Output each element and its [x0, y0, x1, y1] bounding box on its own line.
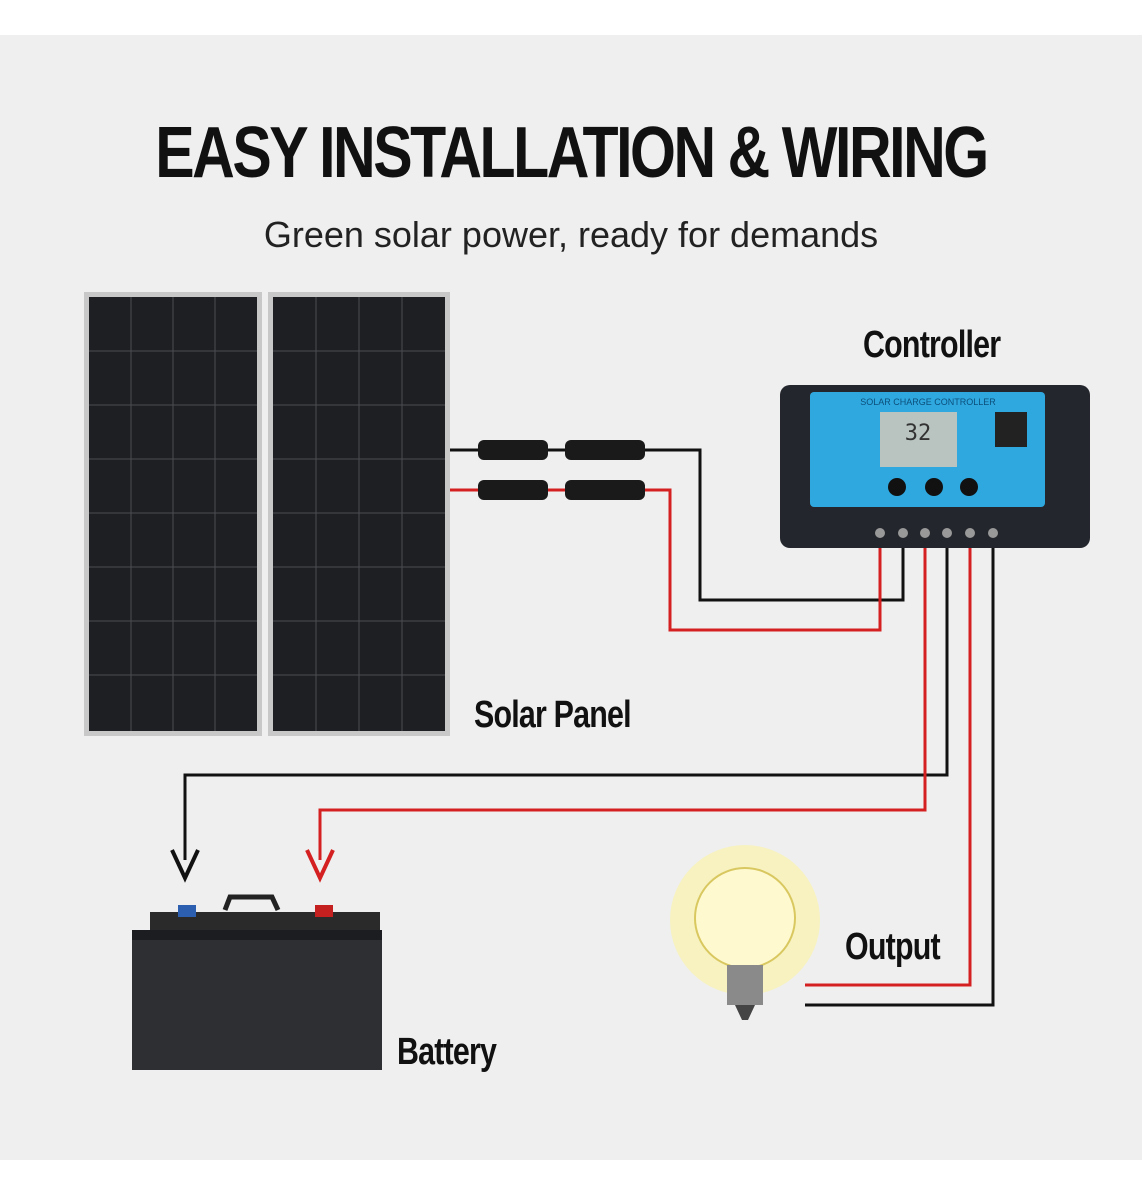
negative-clamp-icon	[170, 849, 200, 883]
wire-battery-negative	[183, 540, 949, 860]
controller-display: 32	[905, 421, 932, 446]
wire-battery-positive	[318, 540, 927, 860]
output-label: Output	[845, 926, 941, 968]
light-bulb-graphic	[670, 845, 820, 1020]
wires	[183, 448, 995, 1007]
positive-clamp-icon	[305, 849, 335, 883]
solar-panel-label: Solar Panel	[474, 694, 632, 736]
wire-load-negative	[805, 540, 995, 1007]
page-subtitle: Green solar power, ready for demands	[263, 214, 879, 255]
page-title: EASY INSTALLATION & WIRING	[155, 113, 989, 193]
solar-panel-right	[268, 292, 450, 736]
battery-label: Battery	[397, 1031, 497, 1073]
controller-brand: SOLAR CHARGE CONTROLLER	[860, 397, 996, 407]
mc4-connectors	[478, 440, 645, 500]
solar-panel-left	[84, 292, 262, 736]
charge-controller: 32 SOLAR CHARGE CONTROLLER	[780, 385, 1090, 548]
wire-load-positive	[805, 540, 972, 987]
controller-label: Controller	[863, 324, 1001, 366]
battery-graphic	[132, 894, 382, 1070]
